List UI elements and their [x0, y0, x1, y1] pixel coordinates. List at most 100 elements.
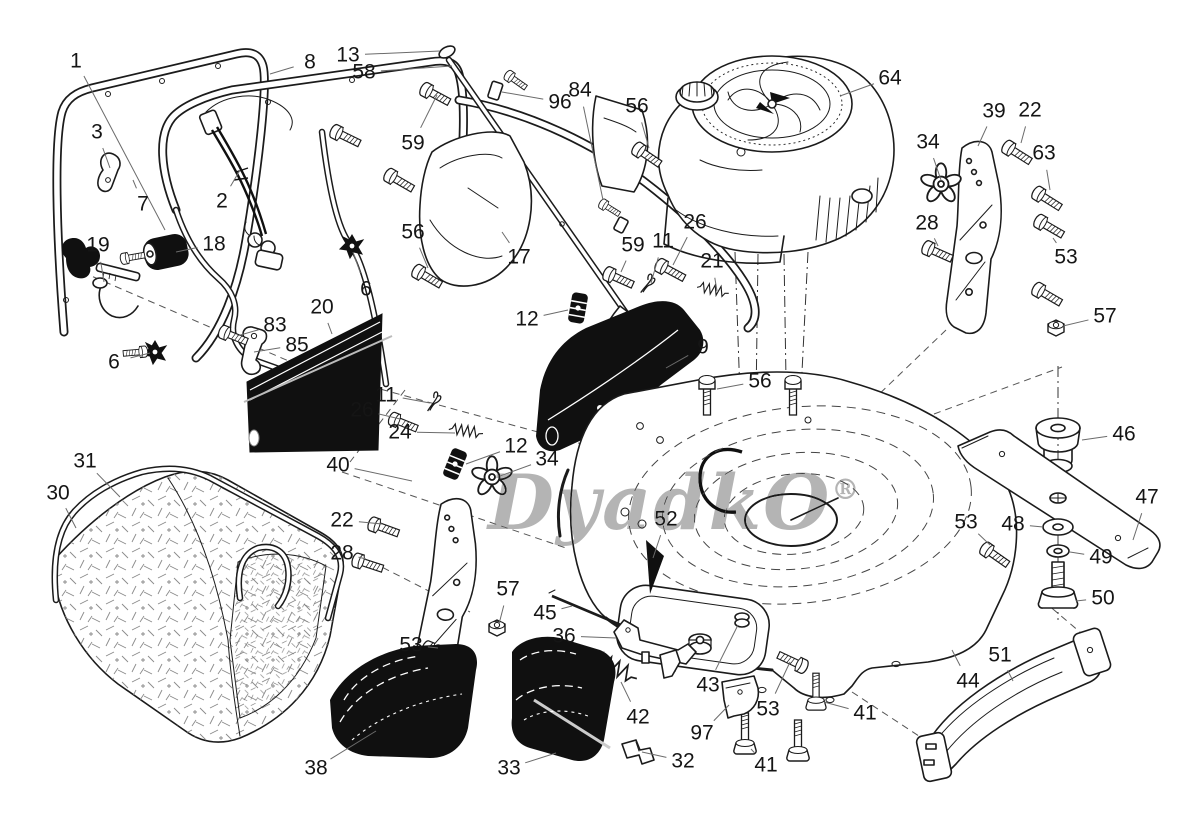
bolt-28-left: [349, 551, 386, 577]
hinge-bracket-left: [659, 649, 681, 679]
callout-42: 42: [626, 706, 649, 729]
knob-34-right: [918, 162, 964, 205]
callout-30: 30: [46, 482, 69, 505]
leader-line: [358, 521, 383, 525]
leader-line: [65, 507, 77, 529]
bolt-53-right-2: [1029, 280, 1065, 310]
chute-support-bracket: [487, 68, 649, 234]
leader-line: [364, 50, 441, 55]
support-bracket-97: [721, 675, 760, 719]
bolt-22-left: [365, 515, 402, 541]
leader-line: [501, 231, 510, 244]
leader-line: [650, 257, 659, 284]
leader-line: [933, 157, 942, 181]
leader-line: [620, 681, 632, 702]
leader-line: [427, 646, 439, 649]
rear-skirt-panel: [243, 313, 393, 453]
leader-line: [672, 236, 688, 266]
leader-line: [416, 431, 456, 434]
callout-44: 44: [956, 670, 980, 693]
callout-11: 11: [375, 384, 397, 407]
clip-32: [621, 739, 655, 765]
callout-12: 12: [504, 435, 527, 458]
cotter-pin-11-upper: [640, 272, 657, 296]
bolt-63: [1029, 184, 1065, 215]
engine-bracket-right: [945, 140, 1002, 335]
mulch-plate: [330, 644, 478, 758]
blade: [957, 429, 1161, 570]
callout-26: 26: [350, 399, 373, 422]
leader-line: [501, 91, 544, 100]
watermark: DyadkO®: [488, 458, 861, 547]
callout-47: 47: [1135, 486, 1158, 509]
callout-84: 84: [568, 79, 592, 102]
leader-line: [175, 247, 198, 253]
callout-31: 31: [73, 450, 96, 473]
callout-1: 1: [70, 50, 82, 73]
leader-line: [419, 247, 429, 269]
bag-frame-handle: [51, 465, 345, 622]
callout-52: 52: [654, 508, 677, 531]
callout-2: 2: [216, 190, 228, 213]
leader-line: [132, 179, 137, 189]
leader-line: [1029, 525, 1044, 528]
leader-line: [1007, 669, 1014, 682]
callout-21: 21: [700, 250, 723, 273]
leader-line: [582, 106, 604, 201]
callout-63: 63: [1032, 142, 1055, 165]
rear-door: [511, 636, 616, 762]
callout-56: 56: [748, 370, 771, 393]
callout-97: 97: [690, 722, 713, 745]
leader-line: [330, 730, 377, 760]
bolt-56-mid-1: [381, 166, 417, 196]
leader-line: [713, 704, 730, 722]
callout-11: 11: [652, 230, 674, 253]
bolt-41-a: [733, 712, 757, 755]
callout-28: 28: [330, 542, 353, 565]
engine-cooling-fins: [815, 177, 879, 243]
callout-85: 85: [285, 334, 308, 357]
callout-46: 46: [1112, 423, 1135, 446]
leader-line: [977, 126, 988, 147]
leader-line: [839, 83, 875, 97]
callout-41: 41: [853, 702, 876, 725]
lower-handle: [52, 48, 269, 363]
callout-43: 43: [696, 674, 719, 697]
deck-decal-triangle: [646, 540, 664, 594]
callout-3: 3: [91, 121, 103, 144]
leader-line: [580, 636, 617, 639]
bolt-26-upper: [652, 256, 689, 286]
leader-line: [236, 329, 259, 337]
leader-line: [750, 748, 755, 753]
callout-40: 40: [326, 454, 349, 477]
callout-22: 22: [330, 509, 353, 532]
engine-fan: [691, 55, 853, 153]
bolt-53-right-1: [1031, 212, 1067, 242]
leader-line: [977, 533, 991, 546]
callout-57: 57: [496, 578, 519, 601]
callout-48: 48: [1001, 513, 1024, 536]
callout-53: 53: [399, 634, 422, 657]
leader-line: [102, 147, 111, 169]
leader-line: [1062, 319, 1089, 327]
callout-7: 7: [137, 193, 149, 216]
leader-line: [665, 354, 689, 369]
leader-line: [420, 94, 438, 129]
callout-51: 51: [988, 644, 1011, 667]
blade-washers-bolt: [1037, 518, 1079, 609]
callout-32: 32: [671, 750, 694, 773]
callout-34: 34: [535, 448, 559, 471]
leader-line: [774, 661, 791, 694]
callout-64: 64: [878, 67, 902, 90]
callout-6: 6: [108, 351, 120, 374]
leader-line: [499, 464, 532, 477]
callout-6: 6: [360, 278, 372, 301]
callout-53: 53: [954, 511, 977, 534]
callout-56: 56: [625, 95, 648, 118]
leader-line: [561, 605, 573, 610]
engine: [657, 55, 895, 264]
leader-line: [641, 122, 650, 149]
callout-17: 17: [507, 246, 530, 269]
